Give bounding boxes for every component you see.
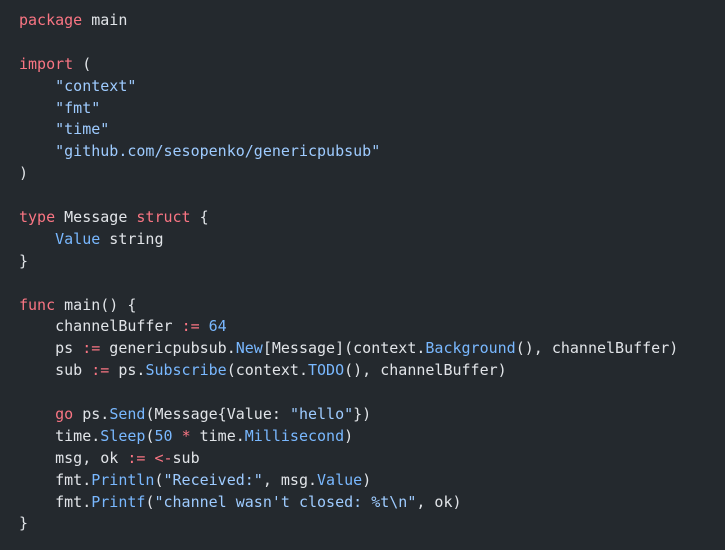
code-token: "context" bbox=[55, 76, 137, 95]
code-token: "Received:" bbox=[163, 470, 263, 489]
code-line: msg, ok := <-sub bbox=[19, 448, 725, 470]
code-token: go bbox=[55, 405, 74, 424]
code-line: "context" bbox=[19, 76, 725, 98]
code-line: go ps.Send(Message{Value: "hello"}) bbox=[19, 404, 725, 426]
code-line: import ( bbox=[19, 54, 725, 76]
code-token: msg, ok bbox=[19, 448, 128, 467]
code-line: Value string bbox=[19, 229, 725, 251]
code-token: func bbox=[19, 295, 56, 314]
code-token: "fmt" bbox=[55, 98, 101, 117]
code-token: genericpubsub. bbox=[100, 339, 236, 358]
code-line: fmt.Printf("channel wasn't closed: %t\n"… bbox=[19, 492, 725, 514]
code-token: sub bbox=[19, 361, 92, 380]
code-token: Sleep bbox=[100, 426, 146, 445]
code-token: (context. bbox=[226, 361, 308, 380]
code-token: (), channelBuffer) bbox=[344, 361, 507, 380]
code-token: Subscribe bbox=[145, 361, 227, 380]
code-token: , ok) bbox=[416, 492, 462, 511]
code-token: * bbox=[181, 426, 191, 445]
code-line bbox=[19, 32, 725, 54]
code-token: import bbox=[19, 54, 74, 73]
code-token: fmt. bbox=[19, 492, 92, 511]
code-token: fmt. bbox=[19, 470, 92, 489]
code-token: , msg. bbox=[262, 470, 318, 489]
code-token bbox=[19, 99, 55, 117]
code-line bbox=[19, 185, 725, 207]
code-token: }) bbox=[353, 405, 372, 424]
code-token: ( bbox=[145, 426, 155, 445]
code-line: "github.com/sesopenko/genericpubsub" bbox=[19, 141, 725, 163]
code-token bbox=[19, 77, 55, 95]
code-token: Millisecond bbox=[244, 426, 345, 445]
code-token: Value bbox=[317, 470, 363, 489]
code-line: ps := genericpubsub.New[Message](context… bbox=[19, 338, 725, 360]
code-token: TODO bbox=[308, 361, 345, 380]
code-token: ps. bbox=[73, 405, 110, 424]
code-line: package main bbox=[19, 10, 725, 32]
code-token: := bbox=[127, 448, 146, 467]
code-line: sub := ps.Subscribe(context.TODO(), chan… bbox=[19, 360, 725, 382]
code-token: string bbox=[100, 229, 164, 248]
code-token: "time" bbox=[55, 120, 110, 139]
code-token: ) bbox=[19, 164, 29, 183]
code-token: ) bbox=[344, 426, 354, 445]
code-token: main bbox=[82, 11, 128, 29]
code-token: } bbox=[19, 514, 29, 533]
code-line: func main() { bbox=[19, 295, 725, 317]
code-token: Send bbox=[109, 405, 146, 424]
code-token bbox=[19, 120, 55, 138]
code-token: <- bbox=[154, 448, 173, 467]
code-token bbox=[19, 142, 55, 160]
code-token: ps. bbox=[109, 361, 146, 380]
code-token bbox=[200, 317, 209, 335]
code-token: main() { bbox=[55, 295, 137, 314]
code-token: type bbox=[19, 208, 56, 227]
code-token: New bbox=[235, 339, 263, 358]
code-token: (), channelBuffer) bbox=[515, 339, 679, 358]
code-line: time.Sleep(50 * time.Millisecond) bbox=[19, 426, 725, 448]
code-token: time. bbox=[19, 426, 101, 445]
code-line: channelBuffer := 64 bbox=[19, 316, 725, 338]
code-token: time. bbox=[190, 426, 245, 445]
code-token: := bbox=[82, 339, 101, 358]
code-token bbox=[173, 427, 182, 445]
code-token: Background bbox=[425, 339, 516, 358]
code-line: } bbox=[19, 251, 725, 273]
code-token: Message bbox=[55, 208, 137, 227]
code-token: 50 bbox=[154, 426, 173, 445]
code-line: "time" bbox=[19, 119, 725, 141]
code-token: [Message](context. bbox=[262, 339, 426, 358]
code-token bbox=[19, 405, 55, 423]
code-token: Value bbox=[55, 229, 101, 248]
code-token: } bbox=[19, 251, 29, 270]
code-token: Printf bbox=[91, 492, 146, 511]
code-token: Println bbox=[91, 470, 155, 489]
code-token: { bbox=[190, 208, 209, 227]
code-token: ( bbox=[145, 492, 155, 511]
code-token: package bbox=[19, 11, 83, 29]
code-token: ) bbox=[362, 470, 372, 489]
code-line: type Message struct { bbox=[19, 207, 725, 229]
code-token: := bbox=[181, 317, 200, 336]
code-token: sub bbox=[172, 448, 200, 467]
code-token: (Message{Value: bbox=[145, 405, 290, 424]
code-token: ps bbox=[19, 339, 83, 358]
code-line bbox=[19, 382, 725, 404]
code-token: ( bbox=[154, 470, 164, 489]
code-token: "channel wasn't closed: %t\n" bbox=[154, 492, 417, 511]
code-token: channelBuffer bbox=[19, 317, 182, 336]
code-line: fmt.Println("Received:", msg.Value) bbox=[19, 470, 725, 492]
code-line: ) bbox=[19, 163, 725, 185]
code-token bbox=[19, 230, 55, 248]
code-token: 64 bbox=[208, 317, 227, 336]
code-line bbox=[19, 273, 725, 295]
code-line: "fmt" bbox=[19, 98, 725, 120]
code-token: "github.com/sesopenko/genericpubsub" bbox=[55, 142, 381, 161]
code-token: ( bbox=[73, 54, 92, 73]
code-line: } bbox=[19, 513, 725, 535]
code-token: struct bbox=[136, 208, 191, 227]
code-token: "hello" bbox=[289, 405, 354, 424]
code-token: := bbox=[91, 361, 110, 380]
